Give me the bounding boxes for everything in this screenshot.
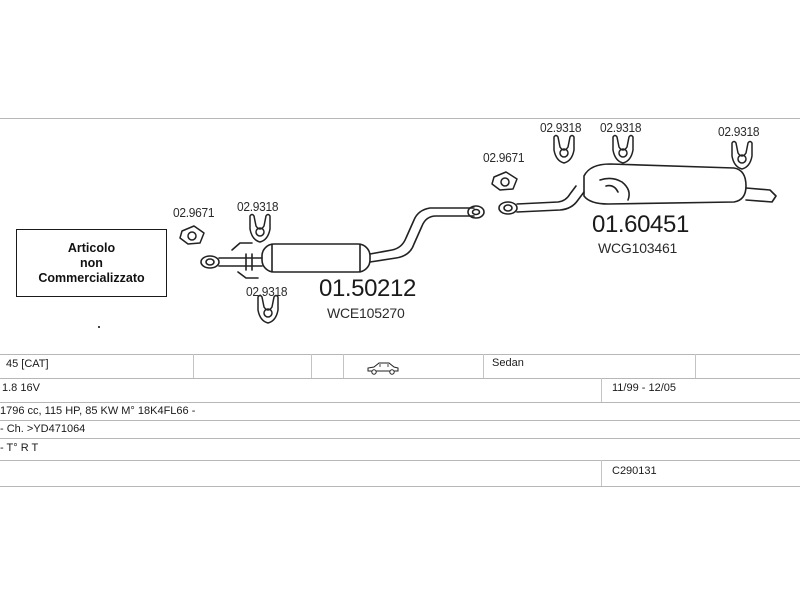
connecting-pipe-part <box>369 205 485 263</box>
col-divider-5 <box>695 354 696 378</box>
engine-cell: 1.8 16V <box>2 382 40 394</box>
col-divider-7 <box>601 460 602 486</box>
middle-part-number: 01.50212 <box>319 275 416 302</box>
clamp-ref-e: 02.9318 <box>718 124 760 139</box>
table-line-7 <box>0 486 800 487</box>
clamp-2-9318-c-shape <box>553 134 575 164</box>
table-line-6 <box>0 460 800 461</box>
not-commercialized-note: Articolo non Commercializzato <box>16 229 167 297</box>
note-line-2: non <box>80 255 103 270</box>
col-divider-1 <box>193 354 194 378</box>
middle-part-code: WCE105270 <box>327 305 405 321</box>
model-cell: 45 [CAT] <box>6 358 49 370</box>
clamp-ref-d: 02.9318 <box>600 120 642 135</box>
clamp-2-9671-left-shape <box>179 225 205 245</box>
rear-part-code: WCG103461 <box>598 240 678 256</box>
table-line-3 <box>0 402 800 403</box>
table-line-5 <box>0 438 800 439</box>
note-line-3: Commercializzato <box>38 270 145 285</box>
col-divider-3 <box>343 354 344 378</box>
clamp-2-9318-b-shape <box>257 294 279 324</box>
table-line-top <box>0 354 800 355</box>
exhaust-system-drawing <box>179 134 777 324</box>
clamp-ref-b: 02.9318 <box>246 284 288 299</box>
front-pipe-part <box>200 242 263 279</box>
car-sedan-icon <box>367 362 399 375</box>
top-border <box>0 118 800 119</box>
table-line-4 <box>0 420 800 421</box>
col-divider-2 <box>311 354 312 378</box>
clamp-2-9318-e-shape <box>731 140 753 170</box>
middle-silencer-part <box>261 243 371 273</box>
rear-muffler-part <box>498 163 777 215</box>
clamp-ref-a: 02.9318 <box>237 199 279 214</box>
body-type-cell: Sedan <box>492 357 524 369</box>
trim-cell: - T° R T <box>0 442 39 454</box>
clamp-ref-c: 02.9318 <box>540 120 582 135</box>
date-range-cell: 11/99 - 12/05 <box>612 382 677 394</box>
clamp-2-9318-d-shape <box>612 134 634 164</box>
note-line-1: Articolo <box>67 240 116 255</box>
chassis-cell: - Ch. >YD471064 <box>0 423 86 435</box>
table-line-2 <box>0 378 800 379</box>
engine-spec-cell: 1796 cc, 115 HP, 85 KW M° 18K4FL66 - <box>0 405 196 417</box>
rear-part-number: 01.60451 <box>592 211 689 238</box>
catalog-code-cell: C290131 <box>612 465 657 477</box>
clamp-2-9318-a-shape <box>249 213 271 243</box>
col-divider-4 <box>483 354 484 378</box>
clamp-ref-left: 02.9671 <box>173 205 215 220</box>
clamp-ref-mid: 02.9671 <box>483 150 525 165</box>
speck <box>98 326 100 328</box>
col-divider-6 <box>601 378 602 402</box>
clamp-2-9671-mid-shape <box>491 171 518 191</box>
